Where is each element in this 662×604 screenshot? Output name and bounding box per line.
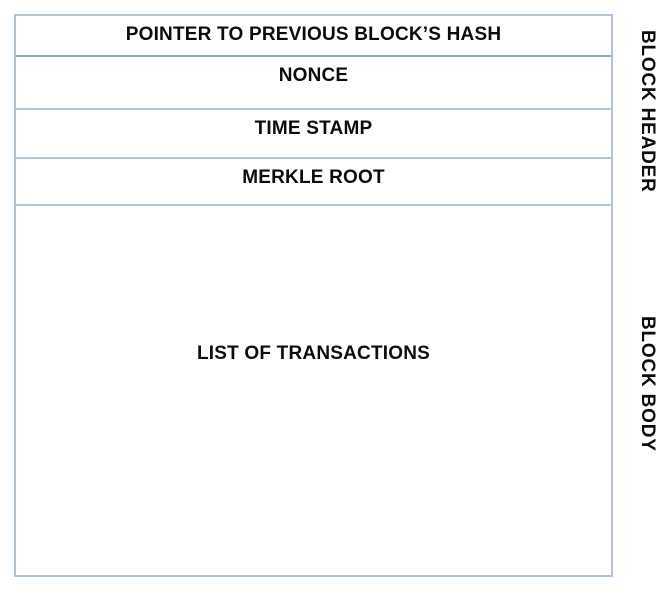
row-prev-block-hash: POINTER TO PREVIOUS BLOCK’S HASH xyxy=(16,16,611,57)
block-header-side-label: BLOCK HEADER xyxy=(637,29,658,193)
row-nonce: NONCE xyxy=(16,57,611,110)
block-body-side-label: BLOCK BODY xyxy=(637,315,658,452)
nonce-label: NONCE xyxy=(278,65,349,86)
block-structure-table: POINTER TO PREVIOUS BLOCK’S HASH NONCE T… xyxy=(14,14,613,577)
list-of-transactions-label: LIST OF TRANSACTIONS xyxy=(196,343,431,364)
row-merkle-root: MERKLE ROOT xyxy=(16,159,611,206)
prev-block-hash-label: POINTER TO PREVIOUS BLOCK’S HASH xyxy=(125,24,502,45)
merkle-root-label: MERKLE ROOT xyxy=(242,167,385,188)
row-timestamp: TIME STAMP xyxy=(16,110,611,159)
timestamp-label: TIME STAMP xyxy=(254,118,373,139)
row-list-of-transactions: LIST OF TRANSACTIONS xyxy=(16,206,611,575)
